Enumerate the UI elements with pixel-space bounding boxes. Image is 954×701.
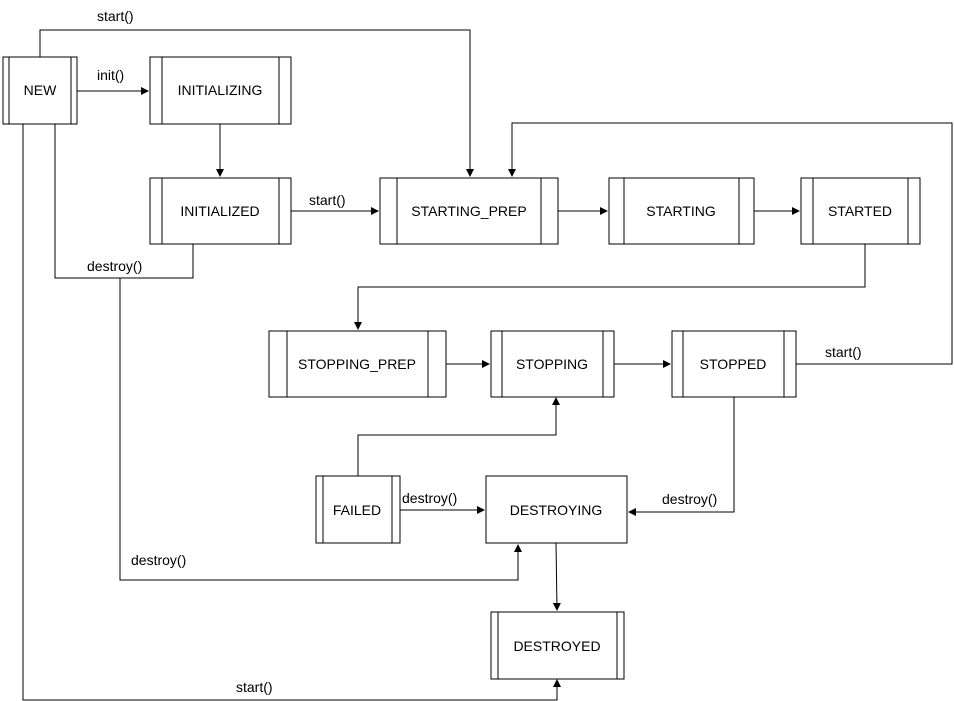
label-stopped-start: start() (825, 344, 862, 360)
edge-destroying-to-destroyed (552, 542, 561, 611)
edge-stopped-to-destroying (628, 397, 735, 516)
state-label: STARTING (646, 203, 716, 219)
state-label: FAILED (333, 502, 381, 518)
transition-labels: start() init() start() destroy() start()… (87, 8, 862, 695)
state-failed: FAILED (315, 475, 401, 544)
state-initialized: INITIALIZED (149, 177, 292, 245)
state-label: STOPPED (700, 356, 767, 372)
state-label: STARTED (828, 203, 892, 219)
edge-initialized-to-destroying (119, 278, 522, 581)
state-stopping-prep: STOPPING_PREP (268, 330, 447, 398)
transitions (22, 29, 953, 701)
state-label: NEW (24, 82, 57, 98)
edge-new-destroy-junction (54, 124, 194, 279)
state-label: INITIALIZED (180, 203, 259, 219)
state-destroyed: DESTROYED (490, 611, 625, 680)
edge-stopped-to-starting-prep (508, 122, 953, 365)
states: NEW INITIALIZING INITIALIZED STARTING_PR… (2, 56, 921, 680)
state-new: NEW (2, 56, 78, 125)
edge-started-to-stopping-prep (354, 244, 866, 330)
edge-new-to-starting-prep (39, 29, 474, 177)
label-failed-destroy: destroy() (402, 490, 457, 506)
label-stopped-destroy: destroy() (662, 491, 717, 507)
state-destroying: DESTROYING (485, 475, 628, 544)
state-label: STOPPING (516, 356, 588, 372)
label-initialized-start: start() (309, 192, 346, 208)
state-label: STARTING_PREP (411, 203, 526, 219)
label-new-start: start() (97, 8, 134, 24)
state-label: DESTROYING (510, 502, 603, 518)
state-starting-prep: STARTING_PREP (379, 177, 559, 245)
state-stopping: STOPPING (490, 330, 615, 398)
label-new-init: init() (97, 67, 124, 83)
label-initialized-destroy: destroy() (87, 258, 142, 274)
edge-failed-to-stopping (357, 397, 560, 476)
state-label: DESTROYED (513, 638, 600, 654)
state-started: STARTED (800, 177, 921, 245)
state-label: INITIALIZING (178, 82, 263, 98)
label-long-destroy: destroy() (131, 552, 186, 568)
state-stopped: STOPPED (671, 330, 797, 398)
state-starting: STARTING (608, 177, 755, 245)
state-initializing: INITIALIZING (149, 56, 292, 125)
edge-new-to-destroyed (22, 124, 561, 701)
label-bottom-start: start() (236, 679, 273, 695)
state-label: STOPPING_PREP (298, 356, 416, 372)
